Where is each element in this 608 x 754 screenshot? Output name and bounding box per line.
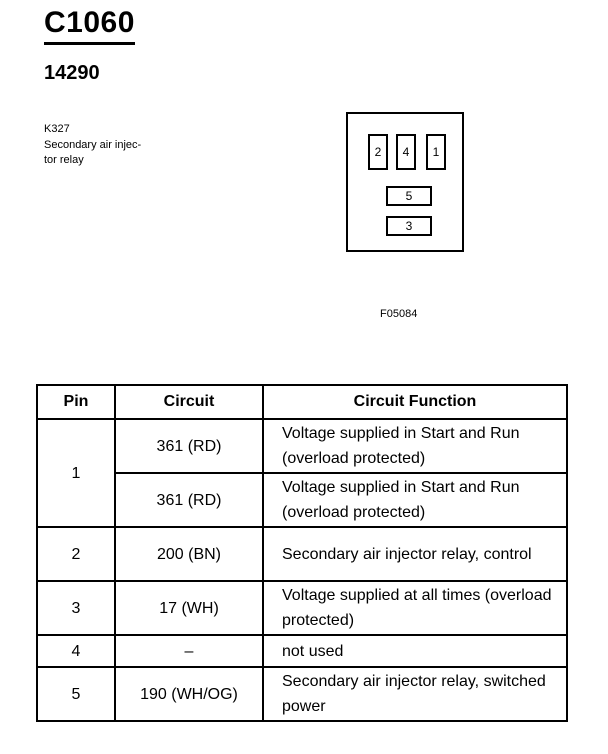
circuit-cell: 361 (RD) bbox=[114, 418, 264, 474]
pin-cavity: 2 bbox=[368, 134, 388, 170]
table-row: 361 (RD) Voltage supplied in Start and R… bbox=[37, 472, 568, 528]
column-header-circuit: Circuit bbox=[114, 384, 264, 420]
pin-cavity: 5 bbox=[386, 186, 432, 206]
table-row: 1 361 (RD) Voltage supplied in Start and… bbox=[36, 418, 568, 528]
circuit-cell: 200 (BN) bbox=[114, 526, 264, 582]
connector-face-diagram: 2 4 1 5 3 bbox=[346, 112, 464, 252]
component-id: K327 bbox=[44, 123, 70, 135]
function-cell: Voltage supplied at all times (overload … bbox=[262, 580, 568, 636]
column-header-pin: Pin bbox=[36, 384, 116, 420]
pin-cell: 3 bbox=[36, 580, 116, 636]
function-cell: not used bbox=[262, 634, 568, 668]
column-header-function: Circuit Function bbox=[262, 384, 568, 420]
circuit-cell: 190 (WH/OG) bbox=[114, 666, 264, 722]
function-cell: Secondary air injector relay, switched p… bbox=[262, 666, 568, 722]
table-row: 4 – not used bbox=[36, 634, 568, 668]
table-row: 5 190 (WH/OG) Secondary air injector rel… bbox=[36, 666, 568, 722]
function-cell: Voltage supplied in Start and Run (overl… bbox=[262, 418, 568, 474]
part-number: 14290 bbox=[44, 62, 100, 84]
function-cell: Secondary air injector relay, control bbox=[262, 526, 568, 582]
circuit-cell: 361 (RD) bbox=[114, 472, 264, 528]
function-cell: Voltage supplied in Start and Run (overl… bbox=[262, 472, 568, 528]
component-description-line-2: tor relay bbox=[44, 154, 84, 166]
pin-cavity: 4 bbox=[396, 134, 416, 170]
component-description-line-1: Secondary air injec- bbox=[44, 139, 142, 151]
circuit-cell: – bbox=[114, 634, 264, 668]
pin-cell: 5 bbox=[36, 666, 116, 722]
table-header-row: Pin Circuit Circuit Function bbox=[36, 384, 568, 420]
pin-cavity: 1 bbox=[426, 134, 446, 170]
pin-cell: 4 bbox=[36, 634, 116, 668]
pin-cell: 1 bbox=[36, 418, 116, 528]
pin-cell: 2 bbox=[36, 526, 116, 582]
circuit-cell: 17 (WH) bbox=[114, 580, 264, 636]
pin-cavity: 3 bbox=[386, 216, 432, 236]
table-row: 2 200 (BN) Secondary air injector relay,… bbox=[36, 526, 568, 582]
connector-title: C1060 bbox=[44, 6, 135, 45]
component-description: Secondary air injec- tor relay bbox=[44, 138, 184, 168]
table-row: 3 17 (WH) Voltage supplied at all times … bbox=[36, 580, 568, 636]
pinout-table: Pin Circuit Circuit Function 1 361 (RD) … bbox=[36, 384, 568, 722]
figure-reference: F05084 bbox=[380, 308, 418, 320]
